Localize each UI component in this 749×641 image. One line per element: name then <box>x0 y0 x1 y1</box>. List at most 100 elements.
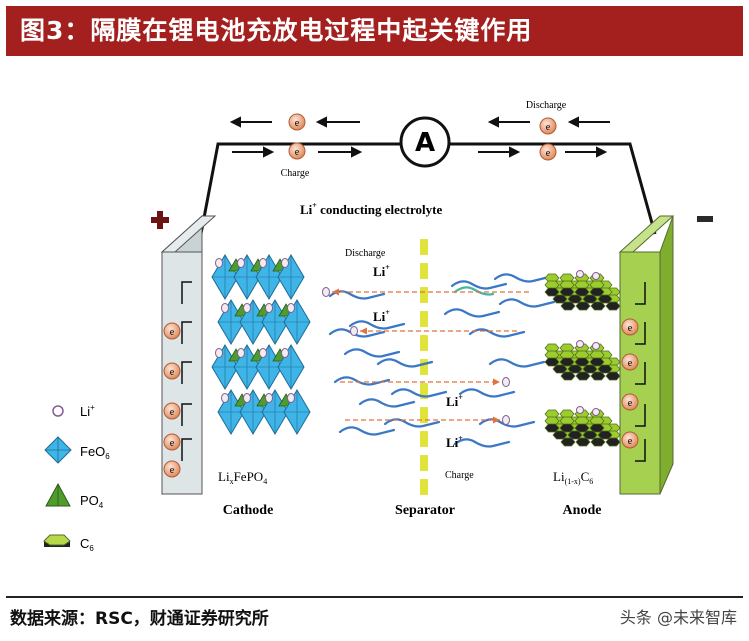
li-ion-dot <box>322 287 330 297</box>
legend: Li+ FeO6 PO4 C6 <box>43 403 110 553</box>
electrolyte-strand <box>348 320 406 330</box>
separator-segment <box>420 479 428 495</box>
graphite-stack <box>544 406 621 447</box>
svg-text:Li+: Li+ <box>80 403 95 419</box>
negative-terminal-icon <box>697 216 713 222</box>
electron-icon: e <box>621 393 639 411</box>
svg-text:e: e <box>628 358 633 369</box>
svg-text:e: e <box>628 323 633 334</box>
svg-text:e: e <box>170 327 175 338</box>
li-ion-label-3: Li+ <box>446 393 463 409</box>
flow-arrow <box>181 438 192 461</box>
li-ion-in-cathode <box>281 348 289 358</box>
electrolyte-strand <box>468 328 526 338</box>
li-ion-in-cathode <box>221 393 229 403</box>
title-bar: 图3：隔膜在锂电池充放电过程中起关键作用 <box>6 6 743 56</box>
svg-text:e: e <box>170 407 175 418</box>
svg-text:e: e <box>628 436 633 447</box>
svg-text:Li+: Li+ <box>446 434 463 450</box>
separator-segment <box>420 287 428 303</box>
electrolyte-strand <box>450 280 508 290</box>
li-ion-in-anode <box>592 272 600 280</box>
flow-arrow <box>635 439 646 462</box>
anode-electrons: e e e e <box>621 318 639 449</box>
charge-label-mid: Charge <box>445 470 474 481</box>
electron-icon: e <box>621 318 639 336</box>
ion-path-head <box>493 378 500 386</box>
ion-path-head <box>332 288 339 296</box>
separator-membrane <box>420 239 428 495</box>
electrolyte-strand <box>458 388 516 398</box>
flow-arrow <box>181 321 192 344</box>
ion-path-head <box>360 327 367 335</box>
svg-text:Li+: Li+ <box>373 263 390 279</box>
li-ion-in-cathode <box>243 393 251 403</box>
electrolyte-label: Li+ conducting electrolyte <box>300 201 442 217</box>
li-ion-in-cathode <box>243 303 251 313</box>
svg-text:e: e <box>295 118 300 129</box>
li-ion-dot <box>502 377 510 387</box>
electron-top-right-1: e <box>539 117 557 135</box>
watermark: 头条 @未来智库 <box>619 608 737 627</box>
flow-arrow <box>181 403 192 426</box>
c6-hexagon <box>590 371 606 381</box>
c6-hexagon <box>552 364 568 374</box>
separator-segment <box>420 431 428 447</box>
li-ion-in-cathode <box>265 303 273 313</box>
separator-segment <box>420 263 428 279</box>
cathode-current-collector <box>160 214 217 495</box>
li-ion-dot <box>502 415 510 425</box>
discharge-label-mid: Discharge <box>345 248 386 259</box>
electrolyte-strand <box>338 426 396 436</box>
arrow-head <box>487 116 499 128</box>
separator-segment <box>420 359 428 375</box>
cathode-flow-arrows <box>181 281 192 461</box>
arrow-head <box>229 116 241 128</box>
c6-hexagon <box>552 430 568 440</box>
c6-hexagon <box>590 301 606 311</box>
electron-icon: e <box>163 460 181 478</box>
li-ion-label-4: Li+ <box>446 434 463 450</box>
li-ion-in-cathode <box>281 258 289 268</box>
arrow-head <box>596 146 608 158</box>
svg-text:e: e <box>295 147 300 158</box>
svg-text:Li+: Li+ <box>446 393 463 409</box>
flow-arrow <box>635 362 646 385</box>
c6-hexagon <box>544 357 560 367</box>
electrolyte-strand <box>493 273 551 283</box>
electron-icon: e <box>621 353 639 371</box>
c6-hexagon <box>560 301 576 311</box>
discharge-label-top: Discharge <box>526 100 567 111</box>
flow-arrow <box>635 404 646 427</box>
c6-hexagon <box>552 294 568 304</box>
electrolyte-strand <box>390 388 448 398</box>
electron-icon: e <box>163 433 181 451</box>
footer-divider <box>6 596 743 598</box>
flow-arrow <box>635 322 646 345</box>
anode-formula: Li(1-x)C6 <box>553 469 593 486</box>
graphite-stack <box>544 340 621 381</box>
separator-segment <box>420 311 428 327</box>
separator-segment <box>420 455 428 471</box>
svg-text:Li+: Li+ <box>373 308 390 324</box>
li-ion-in-cathode <box>287 303 295 313</box>
electron-top-left-1: e <box>288 113 306 131</box>
figure-title: 图3：隔膜在锂电池充放电过程中起关键作用 <box>20 16 533 45</box>
li-ion-in-anode <box>576 270 584 278</box>
ammeter-icon: A <box>399 116 451 168</box>
electrolyte-strand <box>488 358 546 368</box>
anode-flow-arrows <box>635 282 646 462</box>
c6-hexagon <box>605 371 621 381</box>
flow-arrow <box>181 361 192 384</box>
electrolyte-strand <box>376 358 434 368</box>
electron-flow-arrows <box>229 116 610 158</box>
anode-label: Anode <box>563 503 602 518</box>
li-ion-paths <box>322 287 530 425</box>
cathode-label: Cathode <box>223 503 274 518</box>
ion-path-head <box>493 416 500 424</box>
separator-segment <box>420 335 428 351</box>
svg-text:A: A <box>415 128 435 158</box>
li-ion-label-2: Li+ <box>373 308 390 324</box>
electron-top-left-2: e <box>288 142 306 160</box>
graphite-stack <box>544 270 621 311</box>
